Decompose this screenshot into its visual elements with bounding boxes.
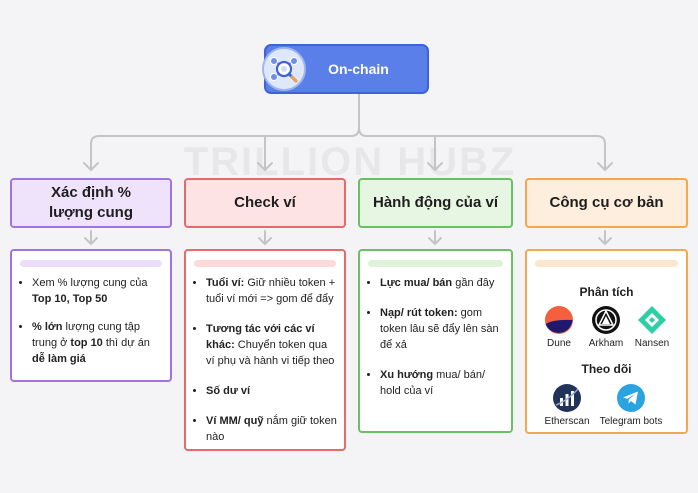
item-text: mua/ bán/ hold của ví — [380, 369, 486, 397]
nansen-logo-icon — [638, 306, 666, 334]
connector-head-card-4 — [598, 230, 612, 245]
item-text-bold: Số dư ví — [206, 385, 251, 397]
tool-etherscan: Etherscan — [532, 383, 602, 427]
root-node: On-chain — [262, 44, 429, 94]
etherscan-logo-icon — [553, 384, 581, 412]
list-item: Tương tác với các ví khác: Chuyển token … — [206, 321, 338, 369]
card-header-bar — [368, 260, 503, 267]
tool-telegram-bots: Telegram bots — [595, 383, 667, 427]
branch-head-basic-tools-title: Công cụ cơ bản — [549, 194, 664, 211]
branch-head-check-wallet: Check ví — [184, 178, 346, 228]
branch-head-check-wallet-title: Check ví — [234, 194, 296, 211]
list-item: Ví MM/ quỹ nắm giữ token nào — [206, 413, 338, 445]
card-wallet-actions-list: Lực mua/ bán gần đây Nạp/ rút token: gom… — [366, 275, 505, 413]
watermark: TRILLION HUBZ — [183, 140, 517, 184]
magnifier-network-icon — [262, 47, 306, 91]
item-text-bold: Lực mua/ bán — [380, 277, 453, 289]
item-text: Xem % lượng cung của — [32, 277, 148, 289]
list-item: % lớn lượng cung tập trung ở top 10 thì … — [32, 319, 164, 367]
item-text-bold: Ví MM/ quỹ — [206, 415, 264, 427]
item-text: nắm giữ token nào — [206, 415, 337, 443]
connector-head-card-3 — [428, 230, 442, 245]
card-header-bar — [20, 260, 162, 267]
item-text-bold: dễ làm giá — [32, 353, 86, 365]
card-header-bar — [194, 260, 336, 267]
card-supply: Xem % lượng cung của Top 10, Top 50 % lớ… — [10, 249, 172, 382]
branch-head-supply-line2: lượng cung — [48, 204, 134, 221]
tool-arkham: Arkham — [571, 305, 641, 349]
tool-nansen: Nansen — [617, 305, 687, 349]
card-wallet-actions: Lực mua/ bán gần đây Nạp/ rút token: gom… — [358, 249, 513, 433]
list-item: Lực mua/ bán gần đây — [380, 275, 505, 291]
tool-label: Arkham — [588, 338, 624, 349]
item-text-bold: % lớn — [32, 321, 63, 333]
connector-head-card-2 — [258, 230, 272, 245]
list-item: Nạp/ rút token: gom token lâu sẽ đẩy lên… — [380, 305, 505, 353]
tool-label: Nansen — [634, 338, 670, 349]
branch-head-supply-line1: Xác định % — [50, 184, 132, 201]
tool-dune: Dune — [524, 305, 594, 349]
list-item: Xu hướng mua/ bán/ hold của ví — [380, 367, 505, 399]
tool-label: Dune — [547, 338, 571, 349]
section-title-tracking: Theo dõi — [581, 362, 632, 376]
item-text: Giữ nhiều token + tuổi ví mới => gom để … — [206, 277, 336, 305]
item-text-bold: Tương tác với các ví khác: — [206, 323, 315, 351]
branch-head-supply: Xác định % lượng cung — [10, 178, 172, 228]
connector-root-stem — [90, 93, 360, 171]
list-item: Tuổi ví: Giữ nhiều token + tuổi ví mới =… — [206, 275, 338, 307]
section-title-analysis: Phân tích — [579, 285, 634, 299]
item-text-bold: Tuổi ví: — [206, 277, 245, 289]
item-text-bold: Top 10, Top 50 — [32, 293, 108, 305]
connector-root-right — [358, 127, 606, 171]
tool-label: Telegram bots — [599, 416, 663, 427]
branch-head-wallet-actions-title: Hành động của ví — [372, 194, 498, 211]
list-item: Xem % lượng cung của Top 10, Top 50 — [32, 275, 164, 307]
item-text: gần đây — [452, 277, 495, 289]
card-header-bar — [535, 260, 678, 267]
list-item: Số dư ví — [206, 383, 338, 399]
branch-head-basic-tools: Công cụ cơ bản — [525, 178, 688, 228]
card-check-wallet: Tuổi ví: Giữ nhiều token + tuổi ví mới =… — [184, 249, 346, 451]
item-text-bold: Xu hướng — [380, 369, 434, 381]
telegram-logo-icon — [617, 384, 645, 412]
item-text-bold: top 10 — [70, 337, 103, 349]
arkham-logo-icon — [592, 306, 620, 334]
connector-head-card-1 — [84, 230, 98, 245]
branch-head-wallet-actions: Hành động của ví — [358, 178, 513, 228]
card-supply-list: Xem % lượng cung của Top 10, Top 50 % lớ… — [18, 275, 164, 379]
card-check-wallet-list: Tuổi ví: Giữ nhiều token + tuổi ví mới =… — [192, 275, 338, 459]
item-text-bold: Nạp/ rút token: — [380, 307, 458, 319]
root-title: On-chain — [328, 61, 389, 77]
item-text: Chuyển token qua ví phụ và hành vi tiếp … — [206, 339, 335, 367]
card-basic-tools: Phân tích Dune Arkham Nansen Theo dõi — [525, 249, 688, 434]
dune-logo-icon — [545, 306, 573, 334]
item-text: gom token lâu sẽ đẩy lên sàn để xả — [380, 307, 499, 351]
tool-label: Etherscan — [544, 416, 590, 427]
item-text: thì dự án — [102, 337, 150, 349]
item-text: lượng cung tập trung ở — [32, 321, 141, 349]
